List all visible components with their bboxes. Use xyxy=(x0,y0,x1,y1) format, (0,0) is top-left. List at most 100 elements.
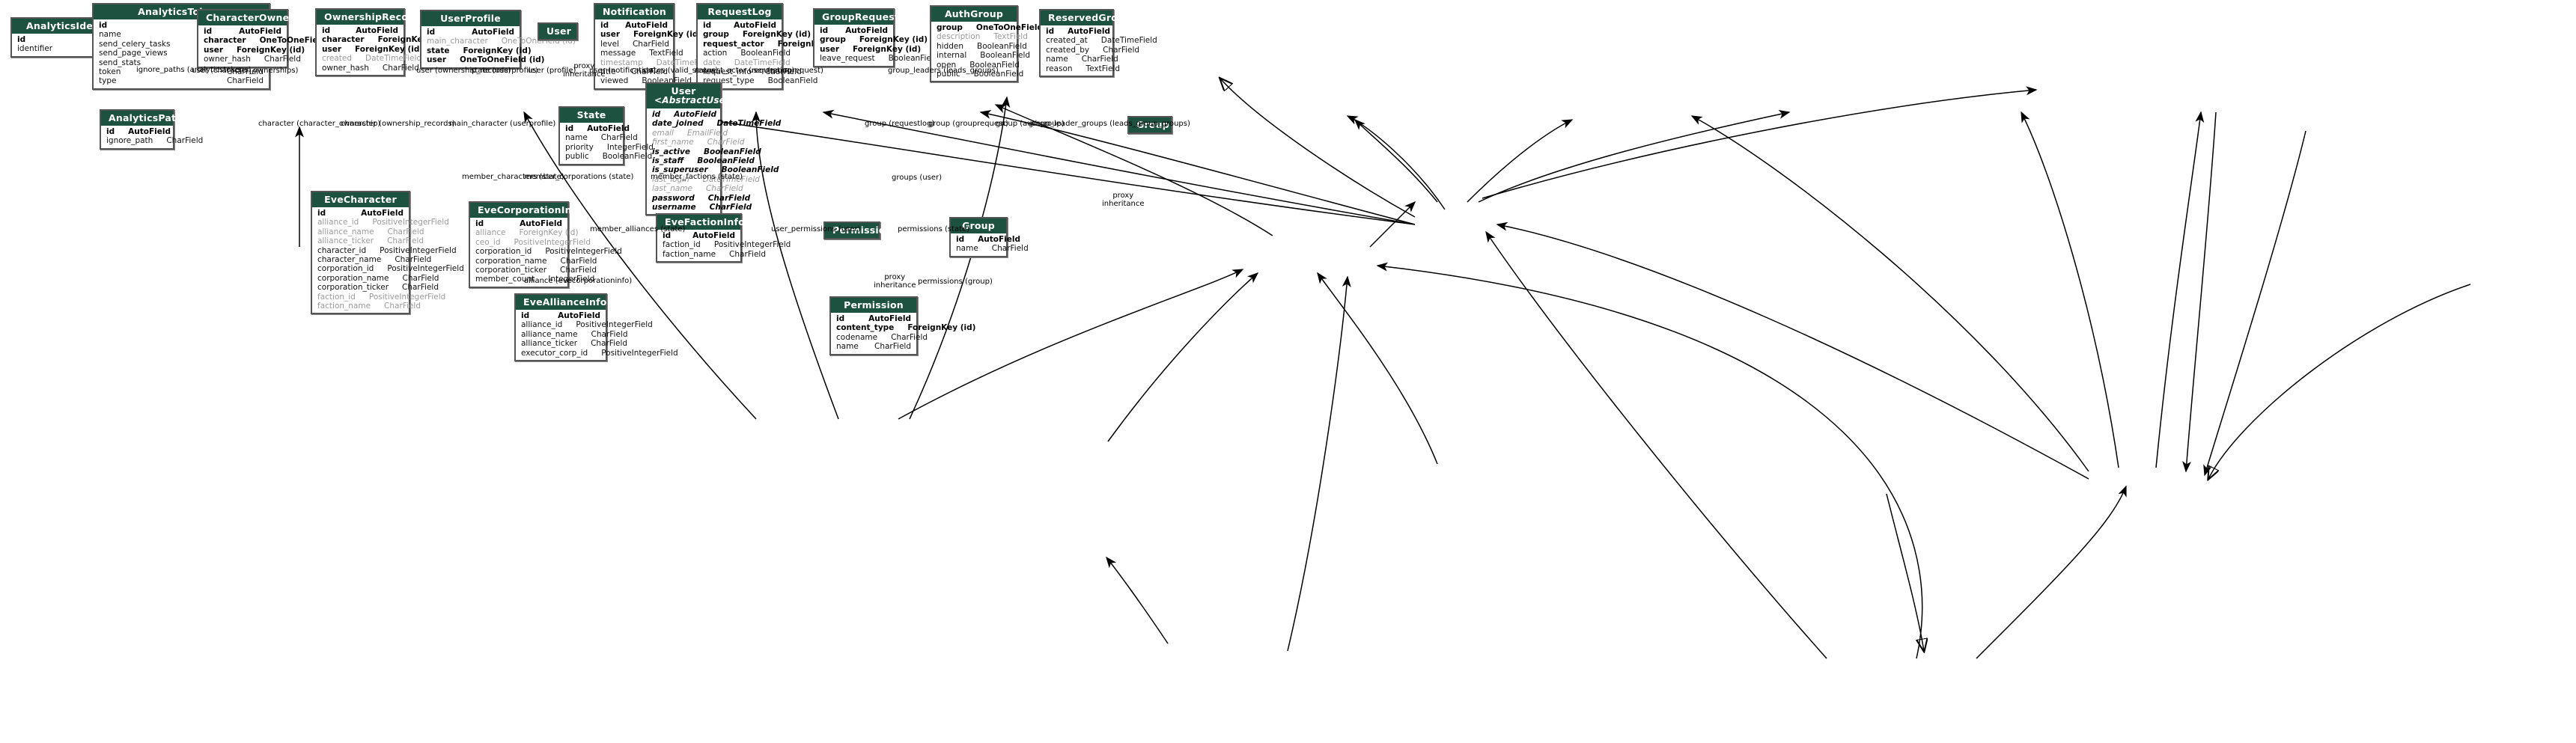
edge-label-main_character_userprofile: main_character (userprofile) xyxy=(449,120,556,128)
edge-label-group_leader_groups: group_leader_groups (leads_group_groups) xyxy=(1029,120,1190,128)
field-name: corporation_id xyxy=(475,247,532,257)
entity-title-group: Group xyxy=(951,218,1006,233)
field-type: PositiveIntegerField xyxy=(601,348,678,358)
field-name: hidden xyxy=(937,41,964,51)
field-name: alliance_ticker xyxy=(317,236,374,246)
entity-usertop[interactable]: User xyxy=(538,22,578,40)
field-type: BooleanField xyxy=(697,156,755,166)
entity-grouptop[interactable]: Group xyxy=(1127,116,1172,134)
entity-name: AnalyticsPath xyxy=(109,112,183,123)
field-name: id xyxy=(652,110,661,119)
field-type: CharField xyxy=(1081,55,1118,64)
field-name: created_by xyxy=(1046,45,1090,55)
field-name: group xyxy=(820,35,846,45)
edge-label-states_valid_states: states (valid_states) xyxy=(642,67,719,75)
field-type: ForeignKey (id) xyxy=(633,30,702,40)
entity-name: EveCharacter xyxy=(324,194,397,205)
field-name: main_character xyxy=(427,37,488,46)
field-type: CharField xyxy=(707,138,745,147)
field-type: CharField xyxy=(166,136,204,146)
field-name: created_at xyxy=(1046,36,1088,46)
field-name: faction_id xyxy=(663,240,701,250)
edge-label-group_requestlog: group (requestlog) xyxy=(865,120,935,128)
entity-title-permission: Permission xyxy=(831,298,916,313)
field-name: request_actor xyxy=(703,39,764,49)
edge-label-permissions_state: permissions (state) xyxy=(898,225,970,233)
field-type: BooleanField xyxy=(969,60,1020,70)
field-name: name xyxy=(99,30,121,40)
entity-title-analyticspath: AnalyticsPath xyxy=(101,111,183,126)
field-name: corporation_ticker xyxy=(475,266,547,275)
field-type: TextField xyxy=(649,49,683,58)
edge-label-user_grouprequest: user (grouprequest) xyxy=(749,67,823,75)
entity-permissiontop[interactable]: Permission xyxy=(823,221,892,239)
field-name: id xyxy=(956,235,965,244)
entity-title-evecharacter: EveCharacter xyxy=(312,192,409,207)
field-name: codename xyxy=(836,332,878,342)
field-type: AutoField xyxy=(978,235,1020,244)
field-name: action xyxy=(703,49,728,58)
entity-title-eveallianceinfo: EveAllianceInfo xyxy=(516,295,606,310)
field-name: date xyxy=(703,58,721,67)
field-type: CharField xyxy=(395,255,432,265)
field-name: is_superuser xyxy=(652,165,708,175)
field-type: BooleanField xyxy=(767,76,818,86)
field-name: id xyxy=(703,21,712,30)
edge-label-state_userprofile: state (userprofile) xyxy=(471,67,538,75)
field-name: character_id xyxy=(317,245,367,255)
field-name: corporation_ticker xyxy=(317,283,389,293)
edge-label-user_notification: user (notification) xyxy=(589,67,657,75)
entity-name: ReservedGroupName xyxy=(1048,12,1163,23)
field-type: CharField xyxy=(764,67,802,77)
field-name: id xyxy=(317,209,326,218)
field-type: AutoField xyxy=(356,26,398,35)
field-type: ForeignKey (id) xyxy=(859,35,928,45)
entity-analyticstokens[interactable]: AnalyticsTokensidAutoFieldnameCharFields… xyxy=(92,3,270,90)
entity-name: EveCorporationInfo xyxy=(478,204,583,215)
field-name: faction_id xyxy=(317,292,356,302)
edge-label-groups_user: groups (user) xyxy=(892,174,943,182)
field-name: name xyxy=(956,244,978,254)
field-name: name xyxy=(565,133,588,143)
